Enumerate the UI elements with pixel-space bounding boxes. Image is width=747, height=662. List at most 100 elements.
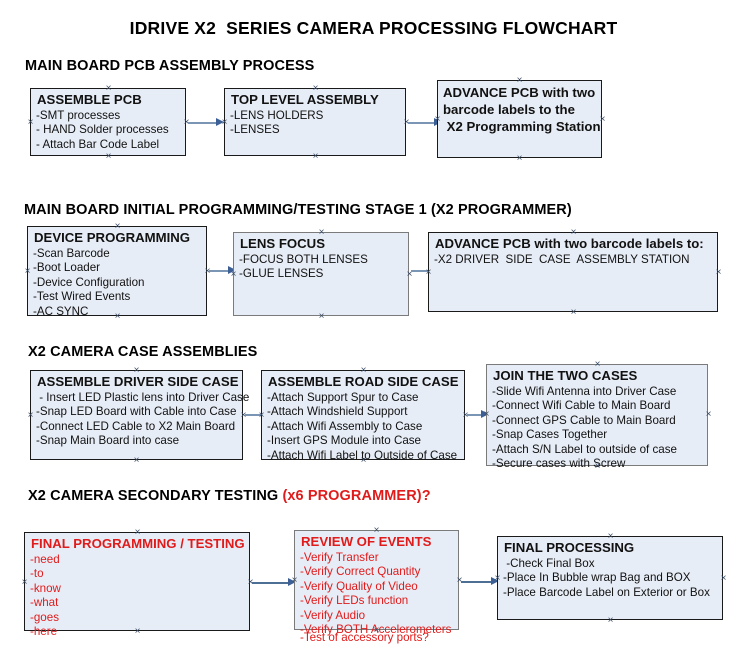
selection-handle[interactable] bbox=[257, 411, 266, 420]
selection-handle[interactable] bbox=[433, 115, 442, 124]
selection-handle[interactable] bbox=[402, 118, 411, 127]
selection-handle[interactable] bbox=[493, 574, 502, 583]
box-top-level-assembly[interactable]: TOP LEVEL ASSEMBLY -LENS HOLDERS -LENSES bbox=[224, 88, 406, 156]
box-lens-focus[interactable]: LENS FOCUS -FOCUS BOTH LENSES -GLUE LENS… bbox=[233, 232, 409, 316]
selection-handle[interactable] bbox=[132, 366, 141, 375]
box-review-of-events[interactable]: REVIEW OF EVENTS -Verify Transfer -Verif… bbox=[294, 530, 459, 644]
box-line: -GLUE LENSES bbox=[239, 267, 324, 281]
selection-handle[interactable] bbox=[606, 532, 615, 541]
selection-handle[interactable] bbox=[104, 84, 113, 93]
selection-handle[interactable] bbox=[113, 222, 122, 231]
selection-handle[interactable] bbox=[229, 270, 238, 279]
selection-handle[interactable] bbox=[133, 528, 142, 537]
box-line: -Connect Wifi Cable to Main Board bbox=[492, 399, 671, 413]
box-line: -know bbox=[30, 581, 61, 595]
selection-handle[interactable] bbox=[593, 462, 602, 471]
box-line: - HAND Solder processes bbox=[36, 123, 169, 137]
selection-handle[interactable] bbox=[26, 118, 35, 127]
arrow-shaft bbox=[461, 581, 492, 583]
box-final-programming-testing[interactable]: FINAL PROGRAMMING / TESTING -need -to -k… bbox=[24, 532, 250, 638]
section-heading-text: X2 CAMERA SECONDARY TESTING bbox=[28, 488, 283, 504]
selection-handle[interactable] bbox=[372, 526, 381, 535]
box-line: -Insert GPS Module into Case bbox=[267, 434, 422, 448]
selection-handle[interactable] bbox=[455, 576, 464, 585]
selection-handle[interactable] bbox=[359, 456, 368, 465]
box-line: -Verify Transfer bbox=[300, 550, 379, 564]
selection-handle[interactable] bbox=[290, 576, 299, 585]
selection-handle[interactable] bbox=[317, 312, 326, 321]
box-line: barcode labels to the bbox=[443, 102, 575, 117]
box-title: ADVANCE PCB with two barcode labels to: bbox=[435, 236, 704, 251]
box-line: -here bbox=[30, 625, 58, 639]
selection-handle[interactable] bbox=[26, 411, 35, 420]
selection-handle[interactable] bbox=[311, 84, 320, 93]
selection-handle[interactable] bbox=[239, 411, 248, 420]
selection-handle[interactable] bbox=[714, 268, 723, 277]
box-line: -FOCUS BOTH LENSES bbox=[239, 252, 368, 266]
selection-handle[interactable] bbox=[405, 270, 414, 279]
selection-handle[interactable] bbox=[598, 115, 607, 124]
box-line: -AC SYNC bbox=[33, 304, 89, 318]
arrow-shaft bbox=[188, 122, 217, 124]
box-line: -need bbox=[30, 552, 60, 566]
selection-handle[interactable] bbox=[132, 456, 141, 465]
box-join-the-two-cases[interactable]: JOIN THE TWO CASES -Slide Wifi Antenna i… bbox=[486, 364, 708, 470]
selection-handle[interactable] bbox=[424, 268, 433, 277]
box-line: - Attach Bar Code Label bbox=[36, 137, 160, 151]
arrow-shaft bbox=[252, 582, 289, 584]
selection-handle[interactable] bbox=[719, 574, 728, 583]
selection-handle[interactable] bbox=[317, 228, 326, 237]
selection-handle[interactable] bbox=[104, 152, 113, 161]
selection-handle[interactable] bbox=[569, 228, 578, 237]
selection-handle[interactable] bbox=[569, 308, 578, 317]
selection-handle[interactable] bbox=[482, 410, 491, 419]
selection-handle[interactable] bbox=[704, 410, 713, 419]
selection-handle[interactable] bbox=[20, 578, 29, 587]
box-final-processing[interactable]: FINAL PROCESSING -Check Final Box -Place… bbox=[497, 536, 723, 620]
box-assemble-driver-side-case[interactable]: ASSEMBLE DRIVER SIDE CASE - Insert LED P… bbox=[30, 370, 250, 460]
box-title: LENS FOCUS bbox=[240, 236, 325, 251]
box-line: -Device Configuration bbox=[33, 275, 145, 289]
box-device-programming[interactable]: DEVICE PROGRAMMING -Scan Barcode -Boot L… bbox=[27, 226, 207, 318]
box-line: - Insert LED Plastic lens into Driver Ca… bbox=[36, 390, 250, 404]
selection-handle[interactable] bbox=[515, 154, 524, 163]
box-line: -Place Barcode Label on Exterior or Box bbox=[503, 585, 710, 599]
selection-handle[interactable] bbox=[203, 267, 212, 276]
selection-handle[interactable] bbox=[515, 76, 524, 85]
box-line: -Attach Wifi Label to Outside of Case bbox=[267, 448, 458, 462]
box-line: -what bbox=[30, 596, 59, 610]
box-line: -Slide Wifi Antenna into Driver Case bbox=[492, 384, 677, 398]
selection-handle[interactable] bbox=[372, 626, 381, 635]
selection-handle[interactable] bbox=[246, 578, 255, 587]
box-line: -Attach Wifi Assembly to Case bbox=[267, 419, 423, 433]
selection-handle[interactable] bbox=[606, 616, 615, 625]
box-line: -LENS HOLDERS bbox=[230, 108, 324, 122]
box-line: -X2 DRIVER SIDE CASE ASSEMBLY STATION bbox=[434, 252, 690, 266]
section-heading-main-board-pcb-assembly: MAIN BOARD PCB ASSEMBLY PROCESS bbox=[25, 58, 315, 74]
selection-handle[interactable] bbox=[133, 627, 142, 636]
selection-handle[interactable] bbox=[593, 360, 602, 369]
box-title: ASSEMBLE PCB bbox=[37, 92, 142, 107]
selection-handle[interactable] bbox=[359, 366, 368, 375]
selection-handle[interactable] bbox=[220, 118, 229, 127]
box-assemble-road-side-case[interactable]: ASSEMBLE ROAD SIDE CASE -Attach Support … bbox=[261, 370, 465, 462]
selection-handle[interactable] bbox=[113, 312, 122, 321]
selection-handle[interactable] bbox=[311, 152, 320, 161]
box-line: -Snap Main Board into case bbox=[36, 434, 180, 448]
selection-handle[interactable] bbox=[182, 118, 191, 127]
box-title: FINAL PROCESSING bbox=[504, 540, 635, 555]
box-advance-pcb-to-driver-side-case[interactable]: ADVANCE PCB with two barcode labels to: … bbox=[428, 232, 718, 312]
selection-handle[interactable] bbox=[23, 267, 32, 276]
selection-handle[interactable] bbox=[461, 411, 470, 420]
box-line: -Attach Windshield Support bbox=[267, 405, 408, 419]
page-title: IDRIVE X2 SERIES CAMERA PROCESSING FLOWC… bbox=[129, 18, 618, 38]
box-line: -SMT processes bbox=[36, 108, 121, 122]
box-title: JOIN THE TWO CASES bbox=[493, 368, 638, 383]
box-assemble-pcb[interactable]: ASSEMBLE PCB -SMT processes - HAND Solde… bbox=[30, 88, 186, 156]
arrow-shaft bbox=[408, 122, 435, 124]
box-advance-pcb-to-programming-station[interactable]: ADVANCE PCB with two barcode labels to t… bbox=[437, 80, 602, 158]
section-heading-main-board-initial-programming: MAIN BOARD INITIAL PROGRAMMING/TESTING S… bbox=[24, 202, 572, 218]
arrow-shaft bbox=[209, 270, 229, 272]
section-heading-x2-camera-secondary-testing: X2 CAMERA SECONDARY TESTING (x6 PROGRAMM… bbox=[28, 488, 431, 504]
